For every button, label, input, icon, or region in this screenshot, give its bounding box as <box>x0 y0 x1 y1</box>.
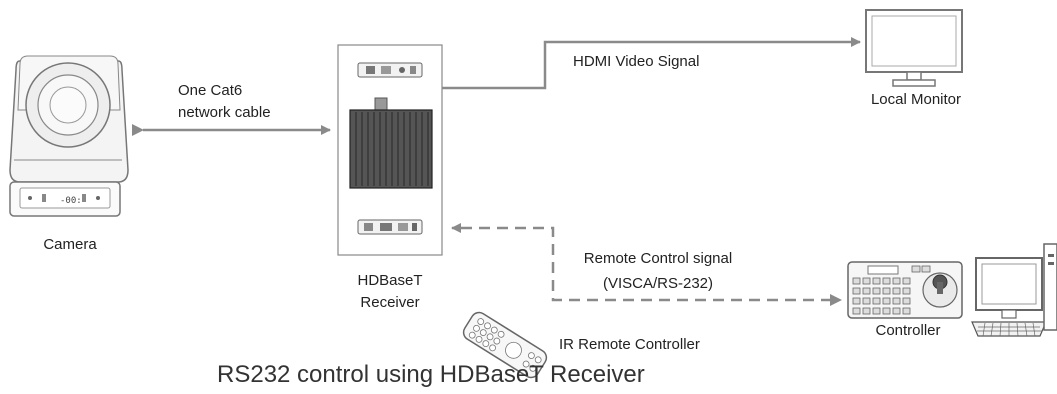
hdbaset-receiver-icon <box>337 44 443 256</box>
computer-icon <box>971 243 1057 337</box>
ptz-controller-icon <box>847 261 963 319</box>
cable-label-line2: network cable <box>178 104 271 121</box>
diagram-caption: RS232 control using HDBaseT Receiver <box>217 361 645 388</box>
controller-label: Controller <box>875 322 941 339</box>
cable-label-line1: One Cat6 <box>178 82 243 99</box>
hdmi-video-arrow <box>442 37 861 90</box>
local-monitor-label: Local Monitor <box>870 91 962 108</box>
remote-control-signal-arrow <box>451 223 832 302</box>
camera-icon <box>9 55 129 217</box>
hdmi-signal-label: HDMI Video Signal <box>573 53 700 70</box>
ir-remote-icon <box>462 311 548 379</box>
receiver-label-line1: HDBaseT <box>357 272 423 289</box>
monitor-icon <box>865 9 963 87</box>
camera-label: Camera <box>43 236 97 253</box>
receiver-label-line2: Receiver <box>360 294 420 311</box>
ir-remote-label: IR Remote Controller <box>559 336 700 353</box>
remote-signal-label-line1: Remote Control signal <box>583 250 733 267</box>
camera-panel-readout: -00: <box>60 196 82 206</box>
remote-signal-label-line2: (VISCA/RS-232) <box>602 275 714 292</box>
